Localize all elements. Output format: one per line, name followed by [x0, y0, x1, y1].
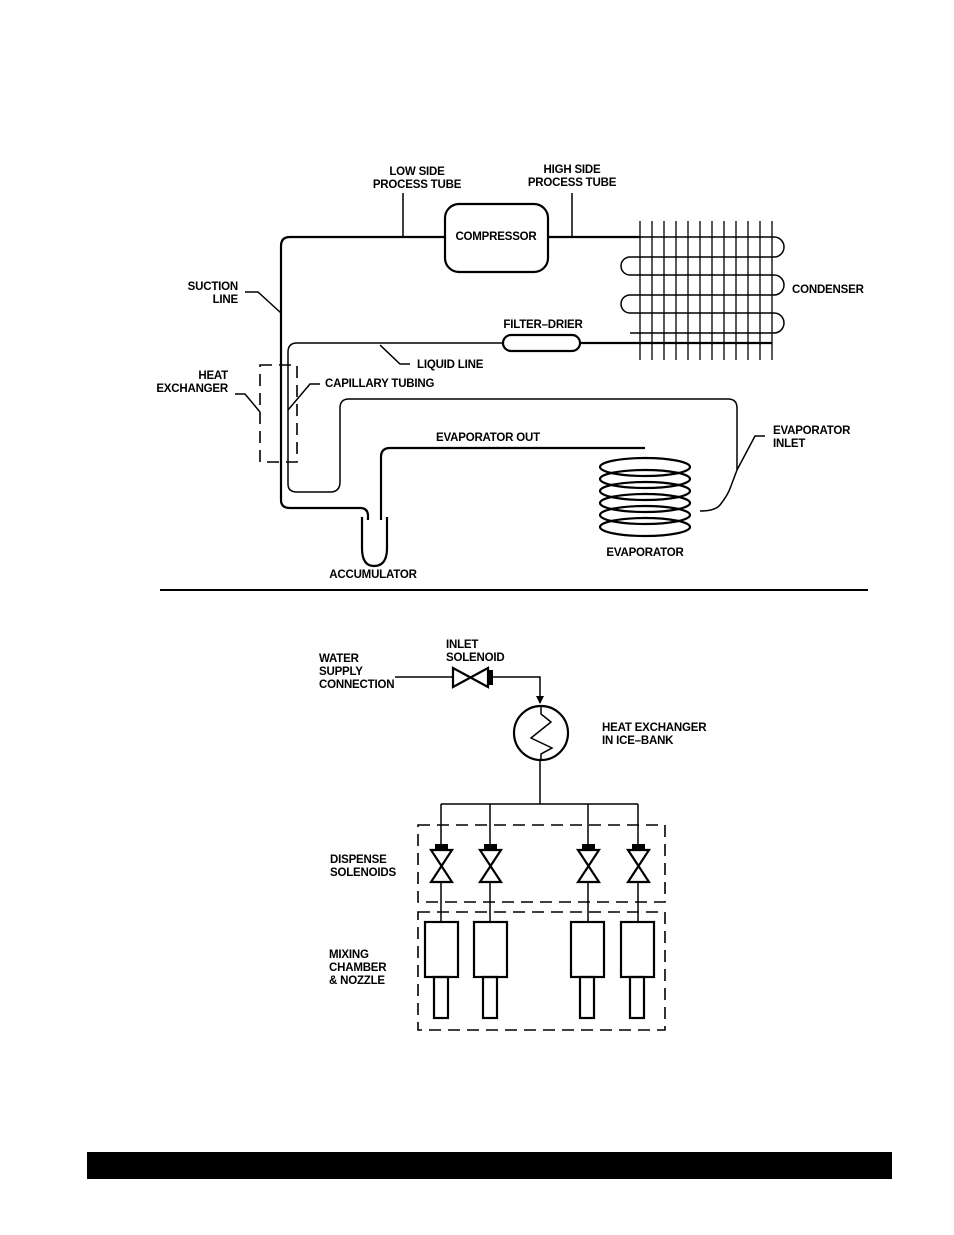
label-mixing-1: MIXING	[329, 949, 369, 961]
inlet-to-exchanger-pipe	[493, 677, 540, 703]
label-inlet-solenoid-1: INLET	[446, 639, 478, 651]
label-mixing-3: & NOZZLE	[329, 975, 385, 987]
label-suction-2: LINE	[213, 294, 239, 306]
capillary-leader	[288, 384, 320, 410]
label-heat-exchanger-icebank-1: HEAT EXCHANGER	[602, 722, 707, 734]
label-heat-exchanger-icebank-2: IN ICE–BANK	[602, 735, 674, 747]
label-liquid-line: LIQUID LINE	[417, 359, 484, 371]
label-suction-1: SUCTION	[188, 281, 238, 293]
evaporator-coil	[600, 458, 690, 536]
flow-arrow	[536, 696, 544, 704]
label-filter-drier: FILTER–DRIER	[503, 319, 583, 331]
label-evaporator-inlet-2: INLET	[773, 438, 805, 450]
footer-bar	[87, 1152, 892, 1179]
evaporator-inlet-leader	[737, 436, 765, 470]
heat-exchanger-box	[260, 365, 297, 462]
label-low-side-2: PROCESS TUBE	[373, 179, 462, 191]
label-capillary-tubing: CAPILLARY TUBING	[325, 378, 435, 390]
label-dispense-solenoids-1: DISPENSE	[330, 854, 387, 866]
exchanger-zigzag	[531, 706, 552, 760]
label-evaporator-out: EVAPORATOR OUT	[436, 432, 540, 444]
mixing-chamber-box	[418, 912, 665, 1030]
refrigeration-diagram: LOW SIDE PROCESS TUBE HIGH SIDE PROCESS …	[156, 164, 864, 581]
label-evaporator-inlet-1: EVAPORATOR	[773, 425, 851, 437]
inlet-solenoid-coil	[487, 670, 493, 685]
label-compressor: COMPRESSOR	[455, 231, 537, 243]
mixing-chamber-3	[571, 922, 604, 1018]
liquid-line-leader	[380, 345, 410, 364]
suction-leader	[245, 292, 281, 313]
label-accumulator: ACCUMULATOR	[329, 569, 417, 581]
heat-exchanger-leader	[235, 394, 260, 412]
label-water-supply-1: WATER	[319, 653, 360, 665]
filter-drier	[503, 335, 580, 351]
dispense-solenoid-4	[628, 844, 649, 882]
accumulator	[362, 517, 387, 566]
dispense-solenoid-3	[578, 844, 599, 882]
label-mixing-2: CHAMBER	[329, 962, 387, 974]
label-heat-exchanger-2: EXCHANGER	[156, 383, 229, 395]
label-water-supply-3: CONNECTION	[319, 679, 394, 691]
label-water-supply-2: SUPPLY	[319, 666, 363, 678]
water-diagram: WATER SUPPLY CONNECTION INLET SOLENOID H…	[319, 639, 707, 1030]
label-high-side-2: PROCESS TUBE	[528, 177, 617, 189]
label-inlet-solenoid-2: SOLENOID	[446, 652, 504, 664]
label-heat-exchanger-1: HEAT	[198, 370, 228, 382]
mixing-chamber-4	[621, 922, 654, 1018]
label-dispense-solenoids-2: SOLENOIDS	[330, 867, 396, 879]
mixing-chamber-2	[474, 922, 507, 1018]
label-low-side-1: LOW SIDE	[389, 166, 445, 178]
dispense-solenoids-box	[418, 825, 665, 902]
dispense-solenoid-2	[480, 844, 501, 882]
condenser-coil	[580, 221, 784, 360]
mixing-chamber-1	[425, 922, 458, 1018]
dispense-solenoid-1	[431, 844, 452, 882]
label-condenser: CONDENSER	[792, 284, 865, 296]
inlet-solenoid-valve	[453, 668, 488, 687]
label-evaporator: EVAPORATOR	[606, 547, 684, 559]
label-high-side-1: HIGH SIDE	[544, 164, 602, 176]
